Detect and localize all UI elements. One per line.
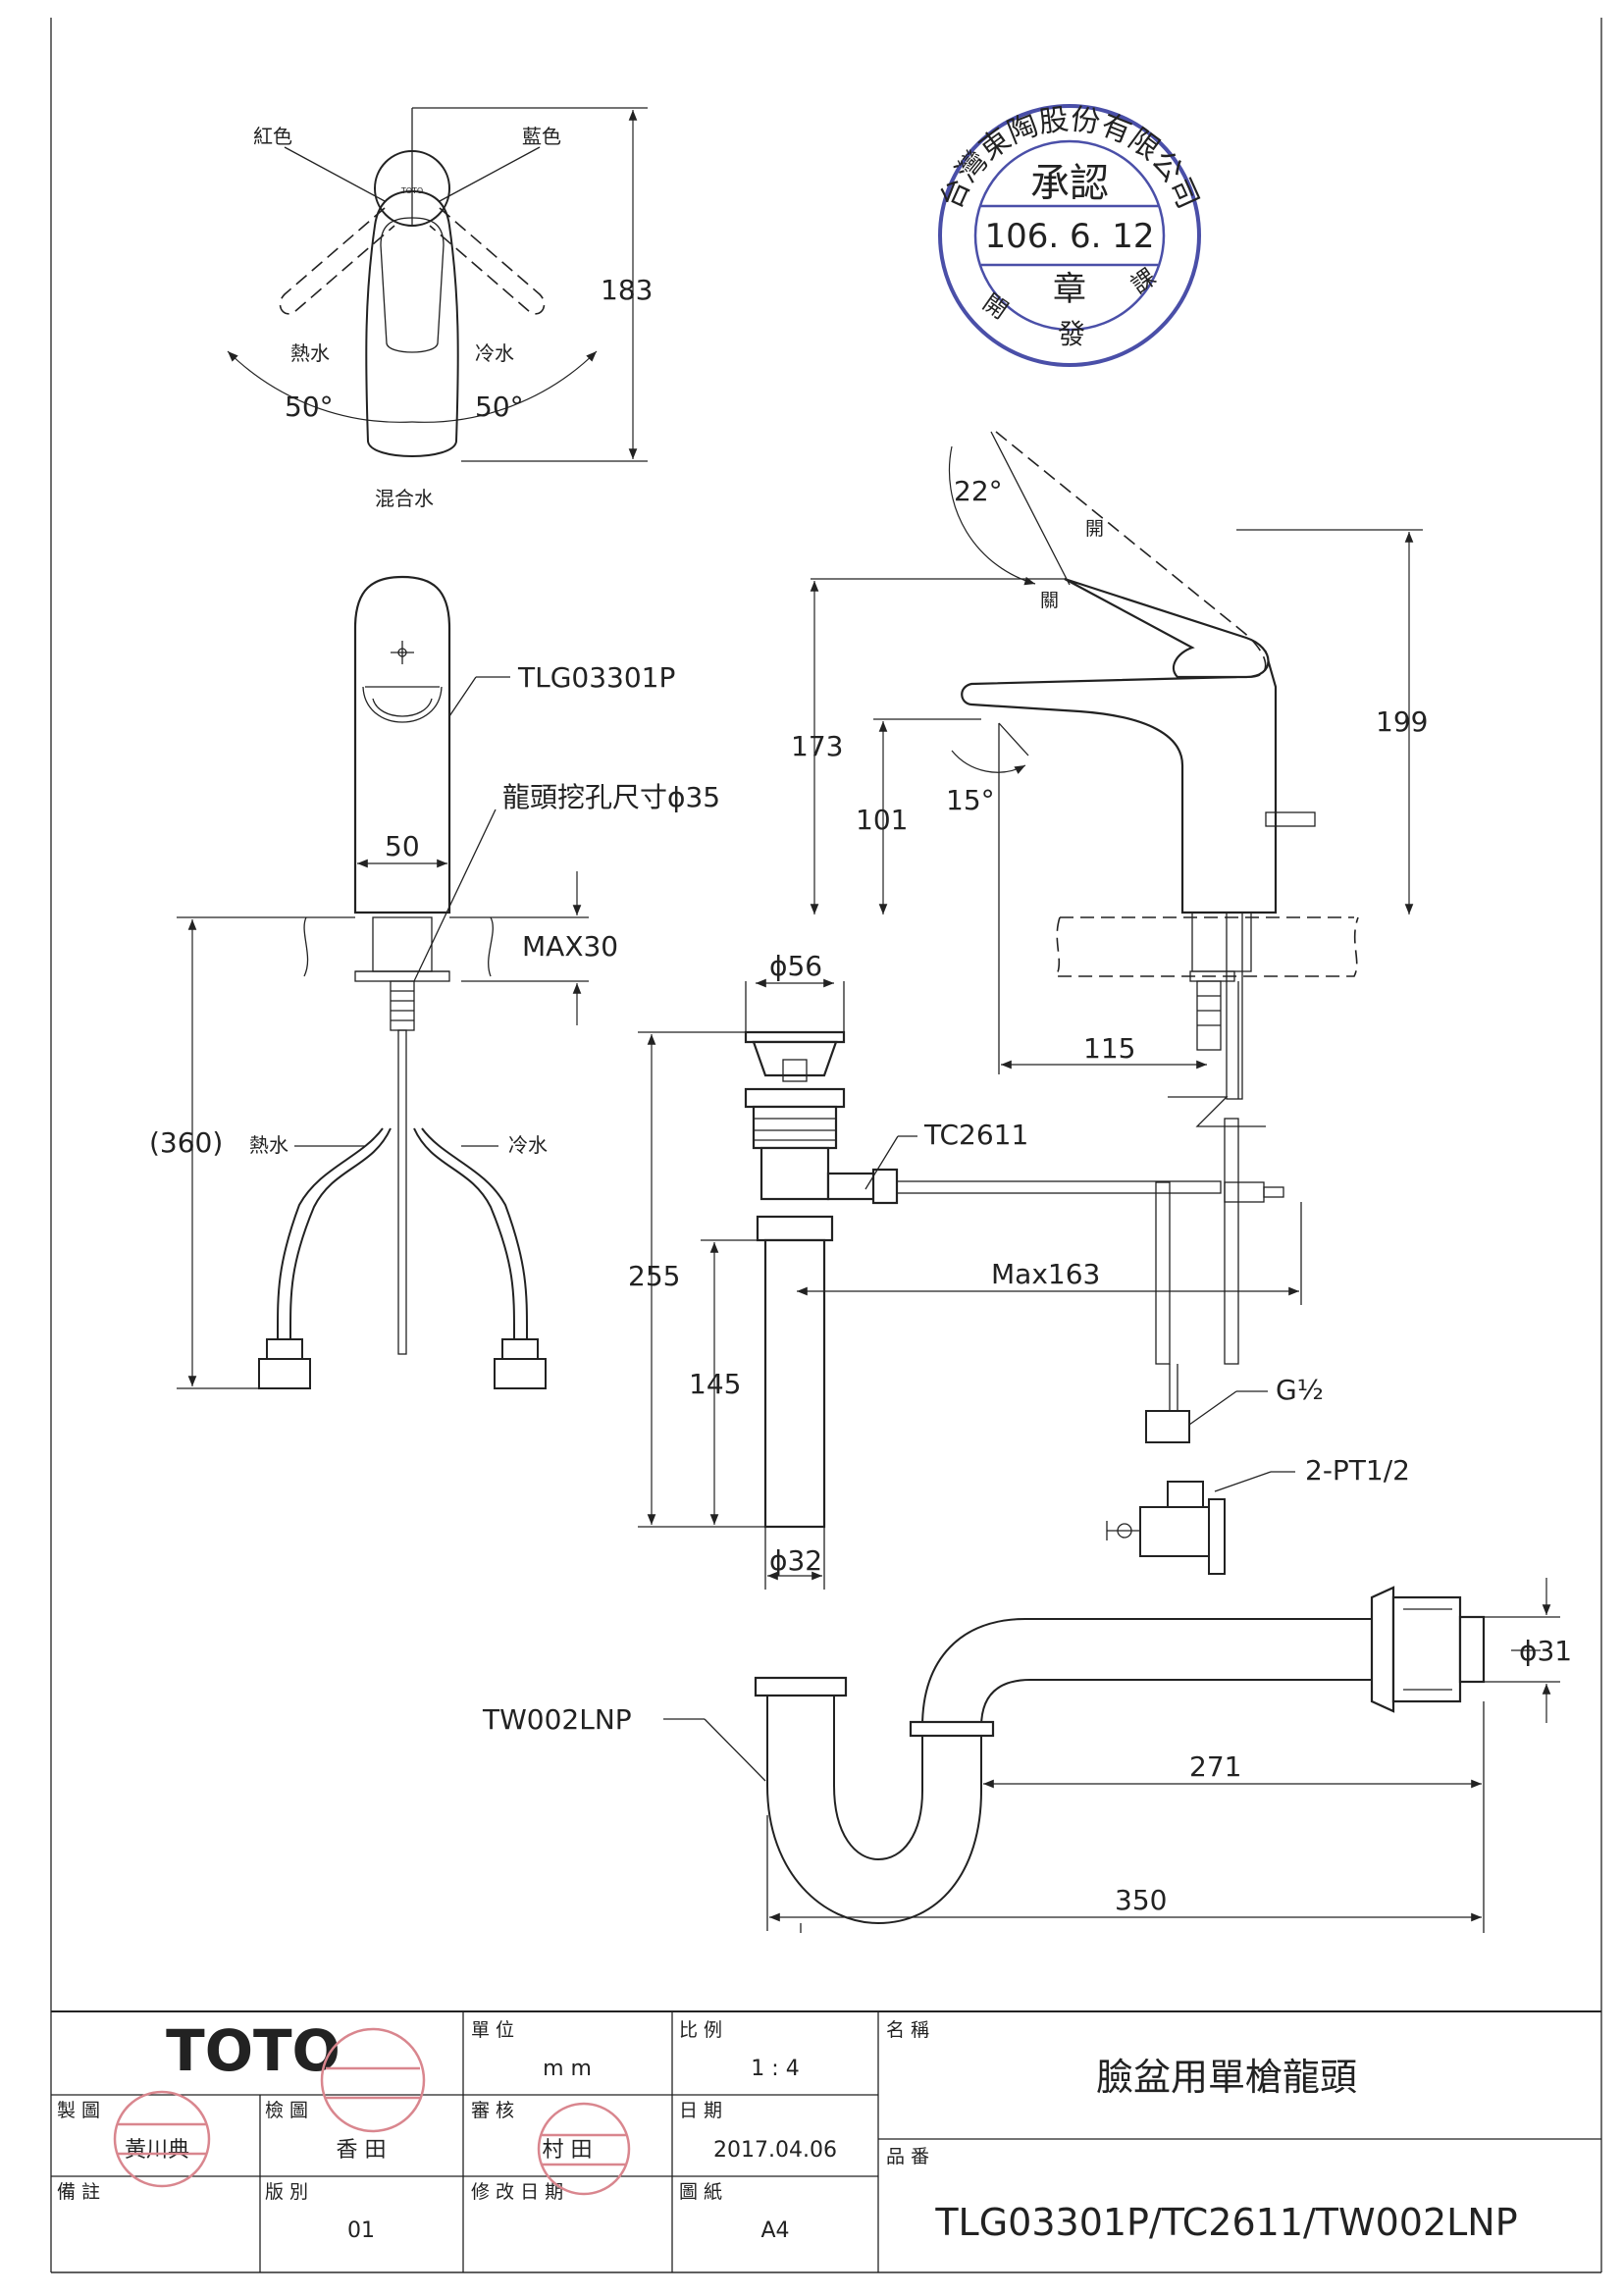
- scale-value: 1 : 4: [751, 2057, 799, 2081]
- close-label: 關: [1040, 590, 1059, 611]
- faucet-model-label: TLG03301P: [517, 661, 675, 694]
- p-trap: TW002LNP ϕ31 271 350: [482, 1578, 1572, 1933]
- trap-outlet-dia: ϕ31: [1519, 1635, 1572, 1667]
- drain-length-255: 255: [628, 1260, 680, 1292]
- stamp-seal: 章: [1053, 270, 1086, 309]
- hose-thread-label: G½: [1276, 1374, 1324, 1406]
- height-183: 183: [601, 274, 653, 306]
- reach-115: 115: [1083, 1032, 1135, 1065]
- paper-label: 圖 紙: [679, 2181, 722, 2203]
- trap-model-label: TW002LNP: [482, 1703, 632, 1736]
- stop-valve-label: 2-PT1/2: [1305, 1454, 1410, 1487]
- checked-value: 香 田: [337, 2138, 387, 2163]
- front-view: TLG03301P 龍頭挖孔尺寸ϕ35 50 MAX30 (360) 熱水 冷水: [149, 575, 720, 1389]
- lever-angle-22: 22°: [954, 475, 1003, 507]
- scale-label: 比 例: [679, 2019, 722, 2041]
- part-label: 品 番: [886, 2146, 929, 2167]
- front-hot-label: 熱水: [249, 1133, 288, 1157]
- reviewed-label: 審 核: [471, 2100, 514, 2121]
- paper-value: A4: [760, 2218, 789, 2243]
- rod-max-163: Max163: [991, 1258, 1100, 1290]
- unit-value: m m: [543, 2057, 592, 2081]
- date-label: 日 期: [679, 2100, 722, 2121]
- reviewed-value: 村 田: [543, 2138, 593, 2163]
- checked-label: 檢 圖: [265, 2100, 308, 2121]
- max-thickness: MAX30: [522, 930, 618, 963]
- stamp-bottom: 發: [1058, 318, 1085, 350]
- note-label: 備 註: [57, 2181, 100, 2203]
- stamp-right: 課: [1126, 263, 1161, 299]
- version-label: 版 別: [265, 2181, 308, 2203]
- red-label: 紅色: [253, 125, 292, 148]
- trap-length-350: 350: [1115, 1884, 1167, 1916]
- name-value: 臉盆用單槍龍頭: [1096, 2056, 1357, 2099]
- date-value: 2017.04.06: [713, 2138, 837, 2163]
- name-label: 名 稱: [886, 2019, 929, 2041]
- hot-water-label: 熱水: [290, 341, 330, 365]
- svg-text:TOTO: TOTO: [400, 186, 423, 195]
- drain-top-dia: ϕ56: [769, 950, 822, 982]
- stamp-left: 開: [978, 288, 1014, 325]
- revdate-label: 修 改 日 期: [471, 2181, 563, 2203]
- drain-assembly: ϕ56 TC2611 255 145 Max163 ϕ32 G½ 2-PT1/2: [628, 950, 1410, 1590]
- cold-water-label: 冷水: [475, 341, 514, 365]
- mixed-water-label: 混合水: [375, 487, 434, 510]
- side-height-173: 173: [791, 730, 843, 762]
- hose-length: (360): [149, 1126, 223, 1159]
- hole-size-label: 龍頭挖孔尺寸ϕ35: [502, 781, 720, 813]
- front-cold-label: 冷水: [508, 1133, 548, 1157]
- part-value: TLG03301P/TC2611/TW002LNP: [934, 2201, 1517, 2244]
- side-height-101: 101: [856, 804, 908, 836]
- unit-label: 單 位: [471, 2019, 514, 2041]
- drain-model-label: TC2611: [923, 1119, 1028, 1151]
- trap-length-271: 271: [1189, 1750, 1241, 1783]
- version-value: 01: [347, 2218, 375, 2243]
- angle-right: 50°: [475, 391, 524, 423]
- drawn-value: 黃川典: [125, 2138, 189, 2163]
- open-label: 開: [1085, 518, 1104, 540]
- side-view: 173 101 199 115 22° 開 關 15°: [791, 431, 1428, 1365]
- angle-left: 50°: [285, 391, 334, 423]
- approval-stamp: 台灣東陶股份有限公司 承認 106. 6. 12 章 開 發 課: [934, 102, 1205, 367]
- top-view: TOTO 紅色 藍色 熱水 冷水 50° 50° 混合水 183: [227, 107, 653, 510]
- stamp-approve: 承認: [1030, 161, 1109, 206]
- personal-seals: [113, 2027, 631, 2196]
- drain-length-145: 145: [689, 1368, 741, 1400]
- blue-label: 藍色: [522, 125, 561, 148]
- stamp-date: 106. 6. 12: [984, 217, 1154, 256]
- width-50: 50: [385, 830, 420, 862]
- title-block: TOTO 單 位 m m 比 例 1 : 4 名 稱 臉盆用單槍龍頭 製 圖 黃…: [51, 2010, 1601, 2273]
- drawn-label: 製 圖: [57, 2100, 100, 2121]
- spout-angle-15: 15°: [946, 784, 995, 816]
- drain-bottom-dia: ϕ32: [769, 1544, 822, 1577]
- toto-logo: TOTO: [166, 2017, 340, 2084]
- side-height-199: 199: [1376, 705, 1428, 738]
